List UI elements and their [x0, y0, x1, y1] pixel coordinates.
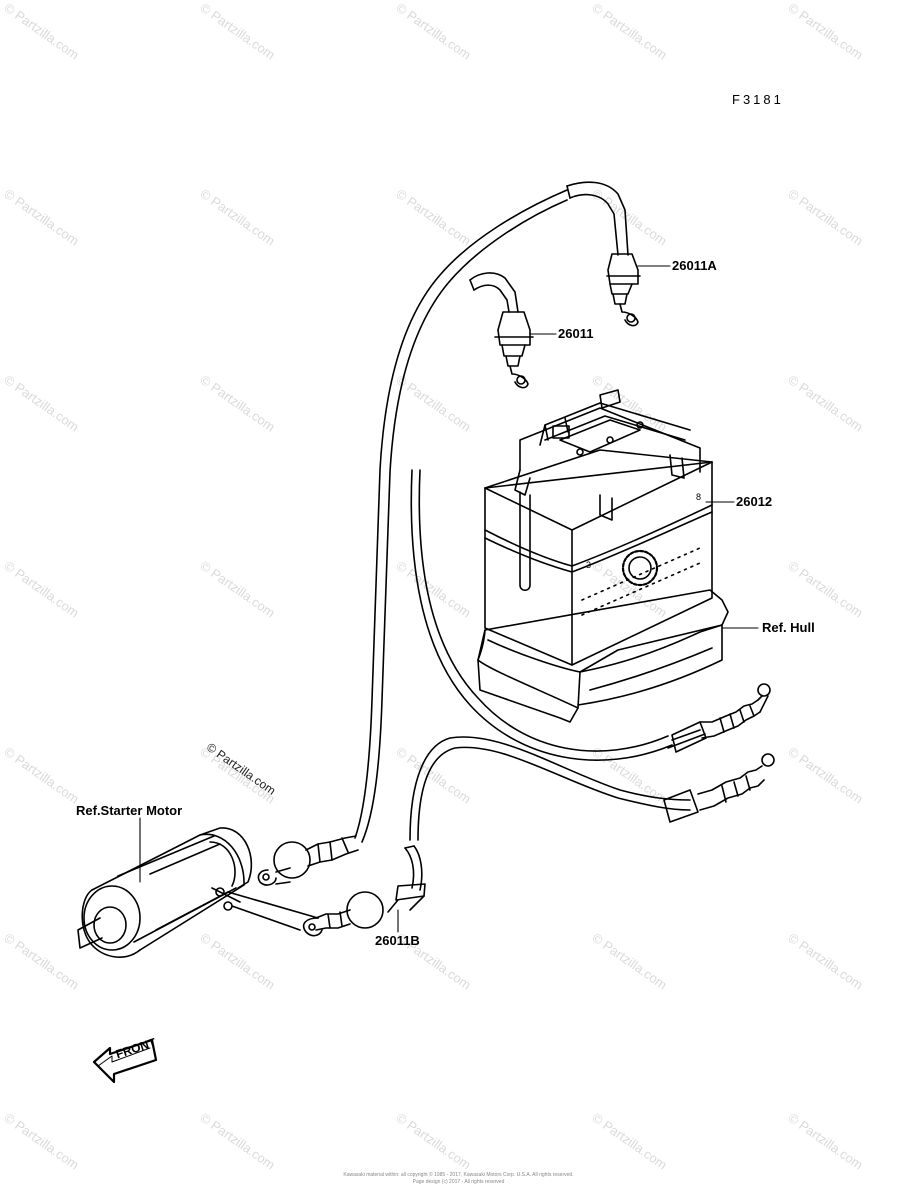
part-label-26012[interactable]: 26012: [736, 494, 773, 509]
leader-lines: [139, 265, 759, 933]
part-label-26011[interactable]: 26011: [558, 326, 594, 341]
part-label-26011b[interactable]: 26011B: [375, 933, 420, 948]
figure-code: F3181: [732, 92, 784, 107]
footer-line-2: Page design (c) 2017 - All rights reserv…: [412, 1178, 505, 1185]
svg-text:3: 3: [586, 560, 591, 570]
battery-26012[interactable]: 3 8: [477, 389, 729, 723]
svg-text:8: 8: [696, 492, 701, 502]
ground-cables: [409, 469, 775, 841]
front-arrow: [92, 1038, 158, 1084]
ref-starter-motor-label[interactable]: Ref.Starter Motor: [76, 803, 183, 818]
cable-26011a[interactable]: [354, 181, 641, 843]
footer-line-1: Kawasaki material within: all copyright …: [343, 1172, 574, 1178]
ref-hull-label[interactable]: Ref. Hull: [762, 620, 815, 635]
footer-copyright: Kawasaki material within: all copyright …: [0, 1172, 917, 1185]
part-label-26011a[interactable]: 26011A: [672, 258, 717, 273]
starter-motor[interactable]: [77, 827, 319, 958]
cable-26011[interactable]: [469, 185, 571, 389]
cable-26011b[interactable]: [257, 835, 426, 937]
